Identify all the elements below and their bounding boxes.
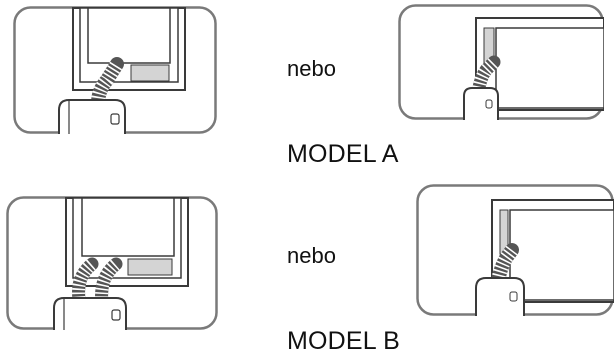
or-label-a: nebo [287,56,336,81]
illustration-model-b-horizontal [416,184,614,316]
illustration-model-a-horizontal [398,4,604,120]
model-a-label: MODEL A [287,140,399,168]
or-label-b: nebo [287,243,336,268]
illustration-model-b-vertical [6,196,218,330]
model-b-label: MODEL B [287,327,400,355]
illustration-model-a-vertical [13,6,217,134]
